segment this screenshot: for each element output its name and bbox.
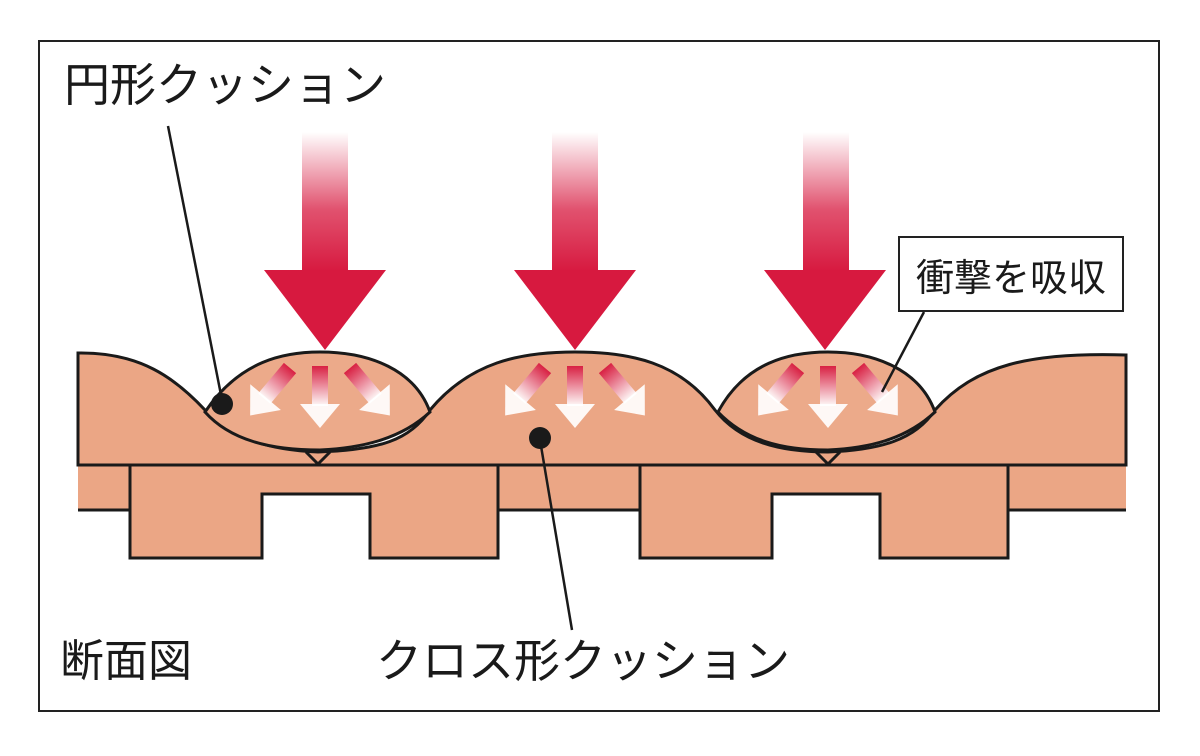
impact-arrow-center [514,132,636,350]
impact-arrow-right [764,132,886,350]
absorb-impact-label: 衝撃を吸収 [915,255,1106,300]
dome-junction-right [814,450,842,467]
leader-absorb [880,311,926,393]
dome-junction-left [304,450,332,467]
leader-circular [166,125,233,415]
cross-cushion-label: クロス形クッション [376,634,790,688]
impact-arrow-left [264,132,386,350]
base-notch-right [772,494,880,558]
absorb-impact-callout: 衝撃を吸収 [898,236,1124,312]
circular-cushion-label: 円形クッション [64,58,386,112]
cross-section-label: 断面図 [60,636,192,687]
leader-cross [529,427,574,631]
base-notch-left [262,494,370,558]
